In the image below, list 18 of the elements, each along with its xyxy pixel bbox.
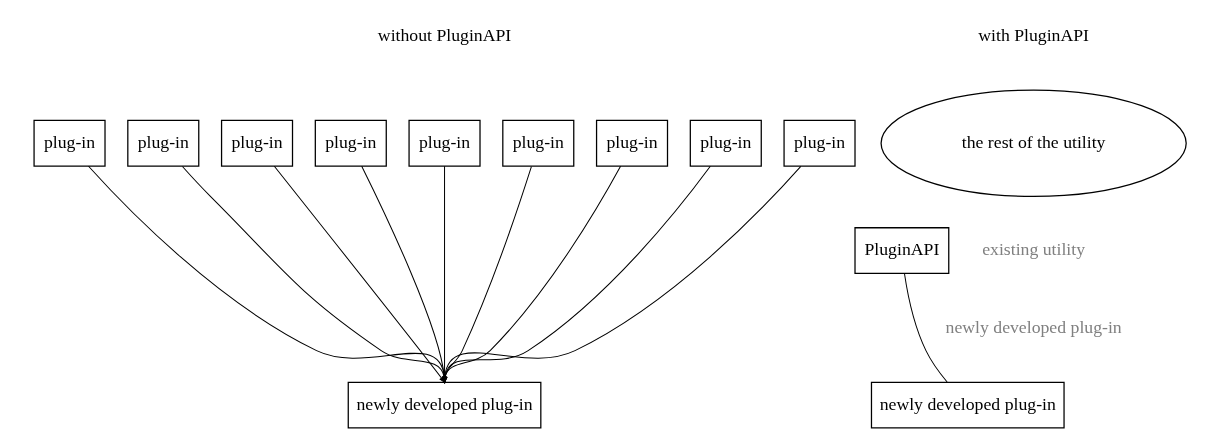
node-ellipse: the rest of the utility: [879, 89, 1187, 197]
node-box: newly developed plug-in: [347, 381, 541, 429]
node-box: plug-in: [32, 119, 106, 167]
node-box: PluginAPI: [853, 227, 949, 274]
connector: [903, 273, 948, 383]
node-box: plug-in: [314, 119, 387, 167]
label: without PluginAPI: [377, 24, 511, 45]
label: with PluginAPI: [977, 24, 1089, 45]
node-box: plug-in: [782, 119, 856, 167]
node-box: plug-in: [407, 119, 481, 167]
node-box: plug-in: [501, 119, 574, 167]
label: newly developed plug-in: [945, 316, 1122, 337]
node-box: plug-in: [689, 119, 762, 167]
node-box: plug-in: [220, 119, 293, 167]
label: existing utility: [981, 239, 1085, 260]
node-box: plug-in: [126, 119, 199, 167]
node-box: newly developed plug-in: [870, 381, 1065, 429]
node-box: plug-in: [595, 119, 668, 167]
